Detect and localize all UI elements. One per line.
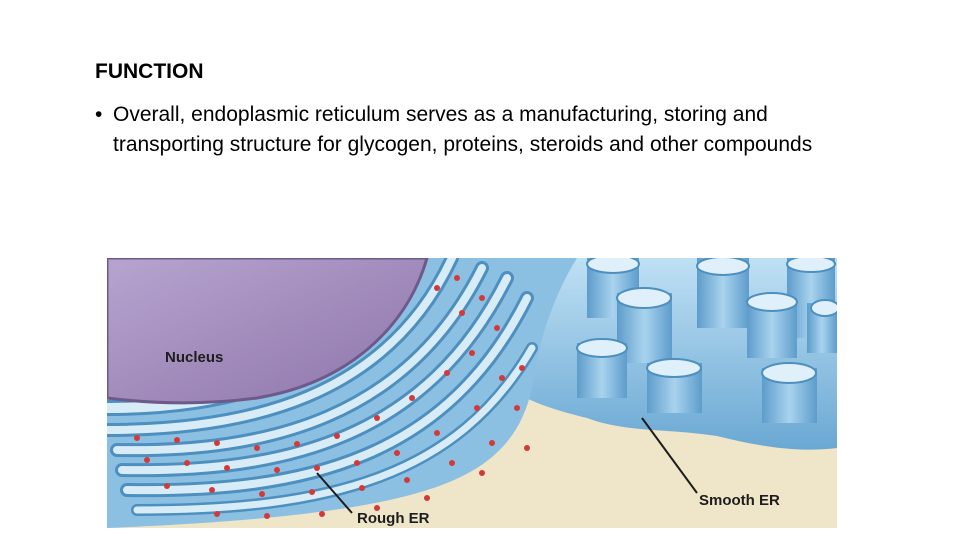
bullet-text: Overall, endoplasmic reticulum serves as… — [113, 103, 813, 156]
smooth-er-label: Smooth ER — [699, 492, 780, 509]
slide-heading: FUNCTION — [95, 60, 204, 83]
bullet-item: • Overall, endoplasmic reticulum serves … — [95, 100, 815, 160]
er-diagram: Nucleus Rough ER Smooth ER — [107, 258, 837, 528]
bullet-marker: • — [95, 103, 103, 126]
rough-er-label: Rough ER — [357, 510, 430, 527]
smooth-er-pointer — [641, 417, 698, 494]
ribosomes — [134, 275, 530, 519]
rough-er-pointer — [316, 472, 353, 514]
er-illustration: Nucleus Rough ER Smooth ER — [107, 258, 837, 528]
nucleus-label: Nucleus — [165, 349, 223, 366]
nucleus-shape — [107, 258, 429, 405]
smooth-er-tubes — [576, 258, 837, 423]
